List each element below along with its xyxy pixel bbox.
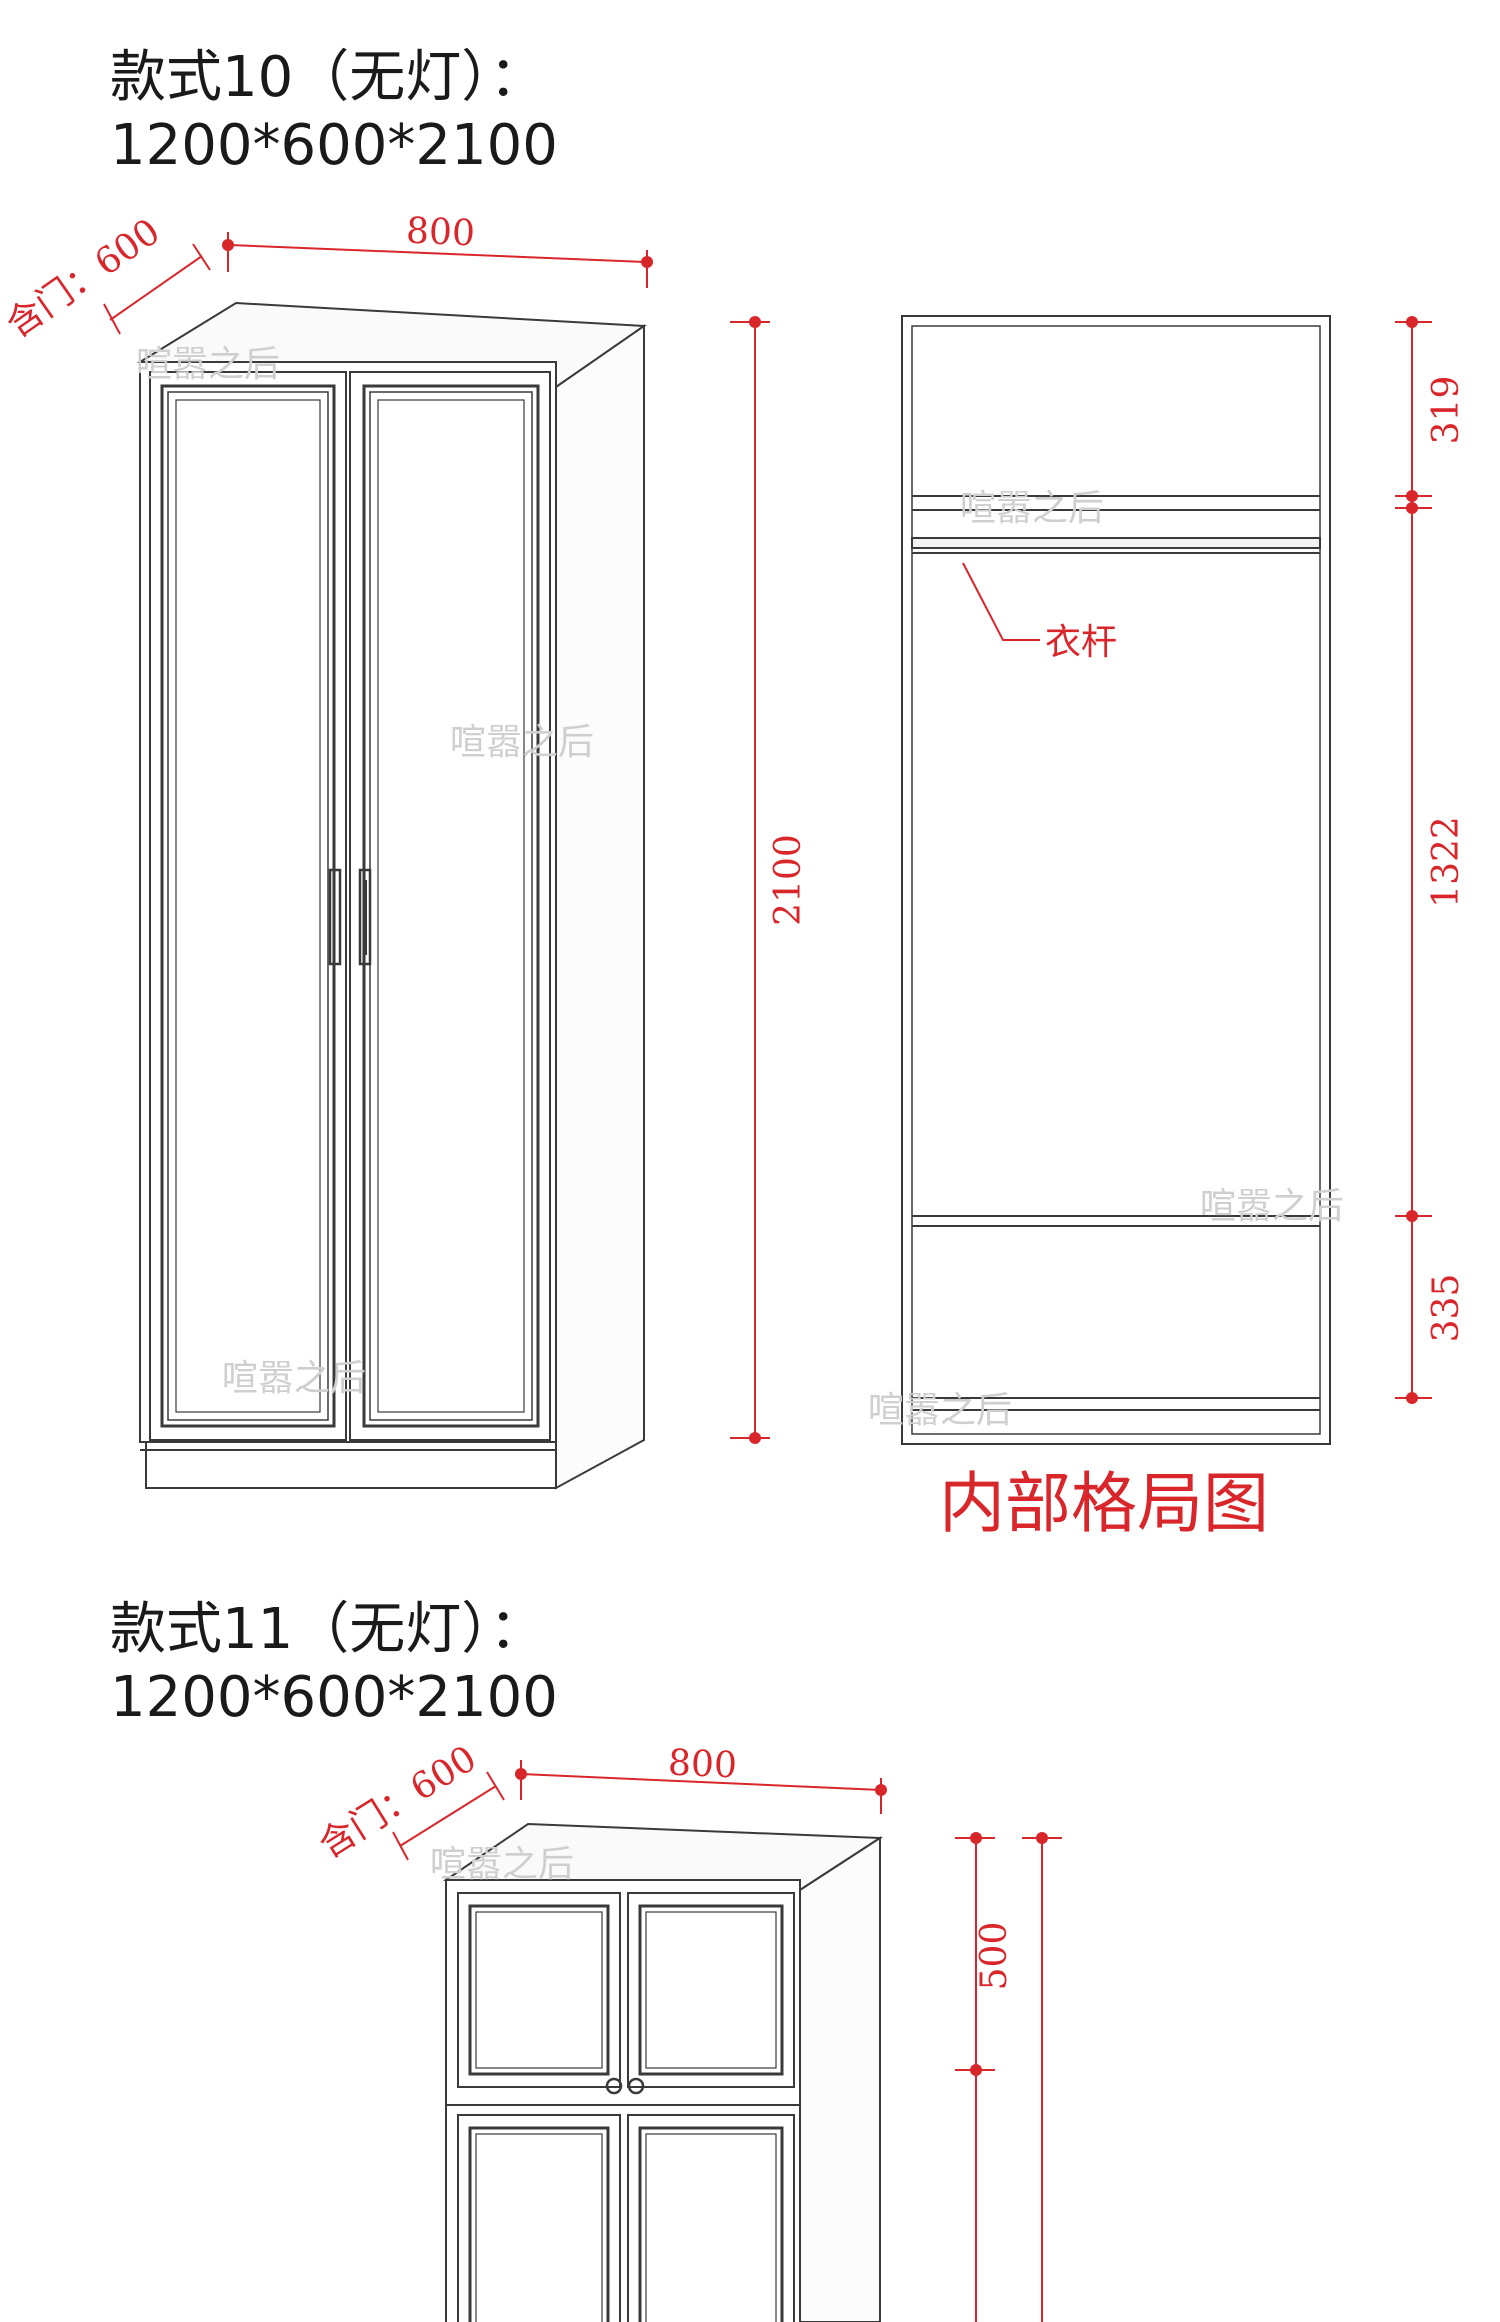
watermark: 喧嚣之后 — [868, 1390, 1012, 1431]
watermark: 喧嚣之后 — [450, 722, 594, 763]
rod-callout-line — [962, 562, 1040, 641]
style11-size: 1200*600*2100 — [110, 1665, 558, 1730]
watermark: 喧嚣之后 — [430, 1844, 574, 1885]
style10-dimensions — [103, 232, 770, 1439]
style10-title: 款式10（无灯）： — [110, 45, 546, 110]
watermark: 喧嚣之后 — [1200, 1186, 1344, 1227]
interior-top-section: 319 — [1426, 376, 1467, 445]
style10-depth-label: 含门：600 — [0, 211, 168, 346]
wardrobe-10-interior — [901, 315, 1331, 1445]
watermark: 喧嚣之后 — [960, 488, 1104, 529]
style11-top-section: 500 — [974, 1922, 1015, 1991]
wardrobe-11-exterior — [442, 1822, 884, 2322]
interior-middle-section: 1322 — [1426, 816, 1467, 908]
interior-bottom-section: 335 — [1426, 1274, 1467, 1343]
wardrobe-10-exterior — [136, 301, 647, 1490]
style11-title: 款式11（无灯）： — [110, 1597, 546, 1662]
style11-width-label: 800 — [667, 1743, 737, 1787]
watermark: 喧嚣之后 — [222, 1358, 366, 1399]
style10-height-label: 2100 — [768, 834, 809, 926]
interior-caption: 内部格局图 — [939, 1465, 1269, 1542]
style10-width-label: 800 — [405, 211, 475, 255]
style10-size: 1200*600*2100 — [110, 113, 558, 178]
watermark: 喧嚣之后 — [136, 344, 280, 385]
rod-label: 衣杆 — [1045, 622, 1117, 663]
